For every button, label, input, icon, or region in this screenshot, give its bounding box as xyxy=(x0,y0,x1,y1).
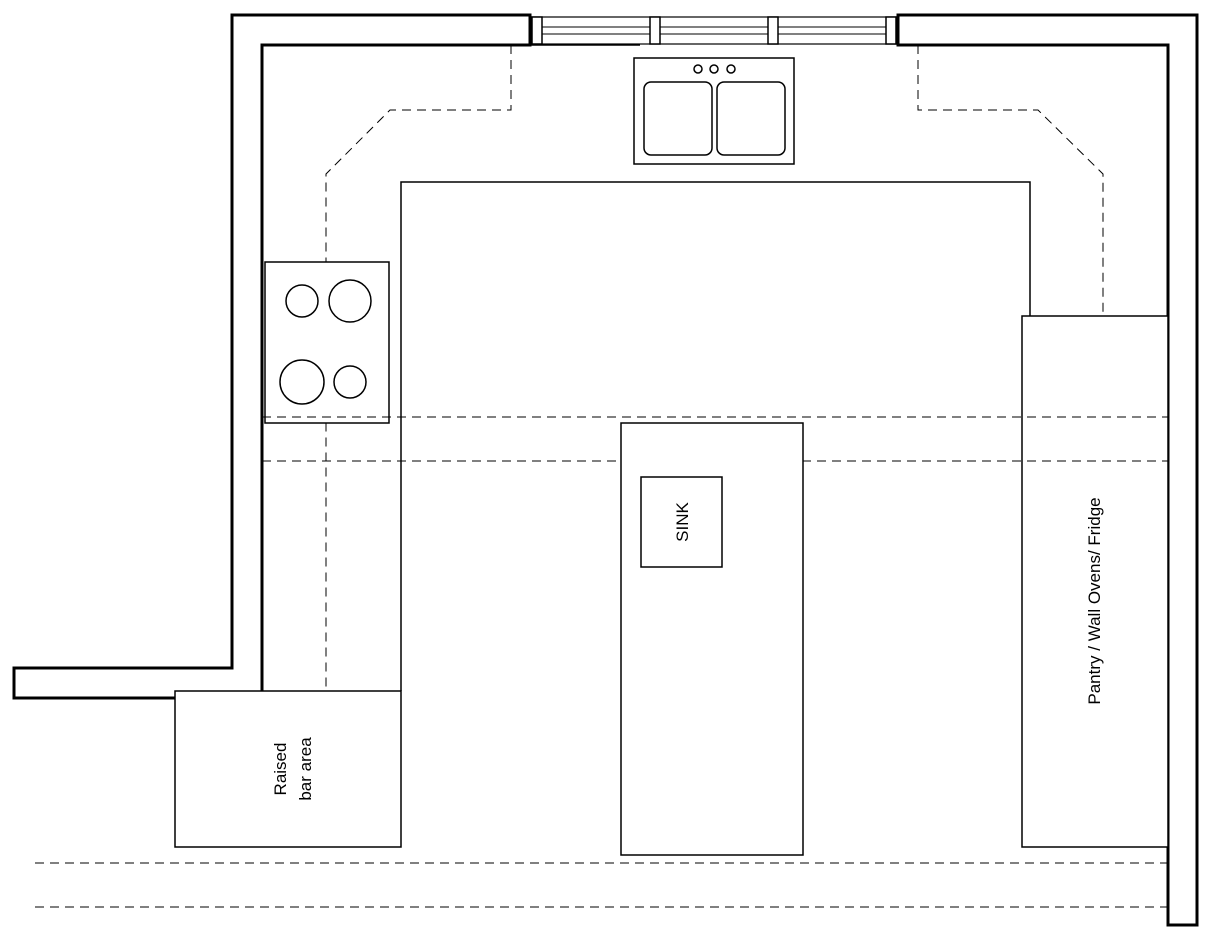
pantry-block xyxy=(1021,315,1169,848)
counter-edge xyxy=(400,181,1031,691)
island-sink xyxy=(640,476,723,568)
upper-cabinets-left xyxy=(325,45,512,691)
raised-bar xyxy=(174,690,402,848)
island-sink-label: SINK xyxy=(673,502,692,542)
window xyxy=(530,16,897,46)
double-sink xyxy=(633,57,795,165)
raised-bar-label-line1: Raised xyxy=(271,743,290,796)
upper-cabinets-right xyxy=(917,45,1104,316)
right-wall xyxy=(896,13,1199,927)
pantry-label: Pantry / Wall Ovens/ Fridge xyxy=(1085,497,1104,704)
cooktop xyxy=(264,261,390,424)
raised-bar-label-line2: bar area xyxy=(296,737,315,801)
